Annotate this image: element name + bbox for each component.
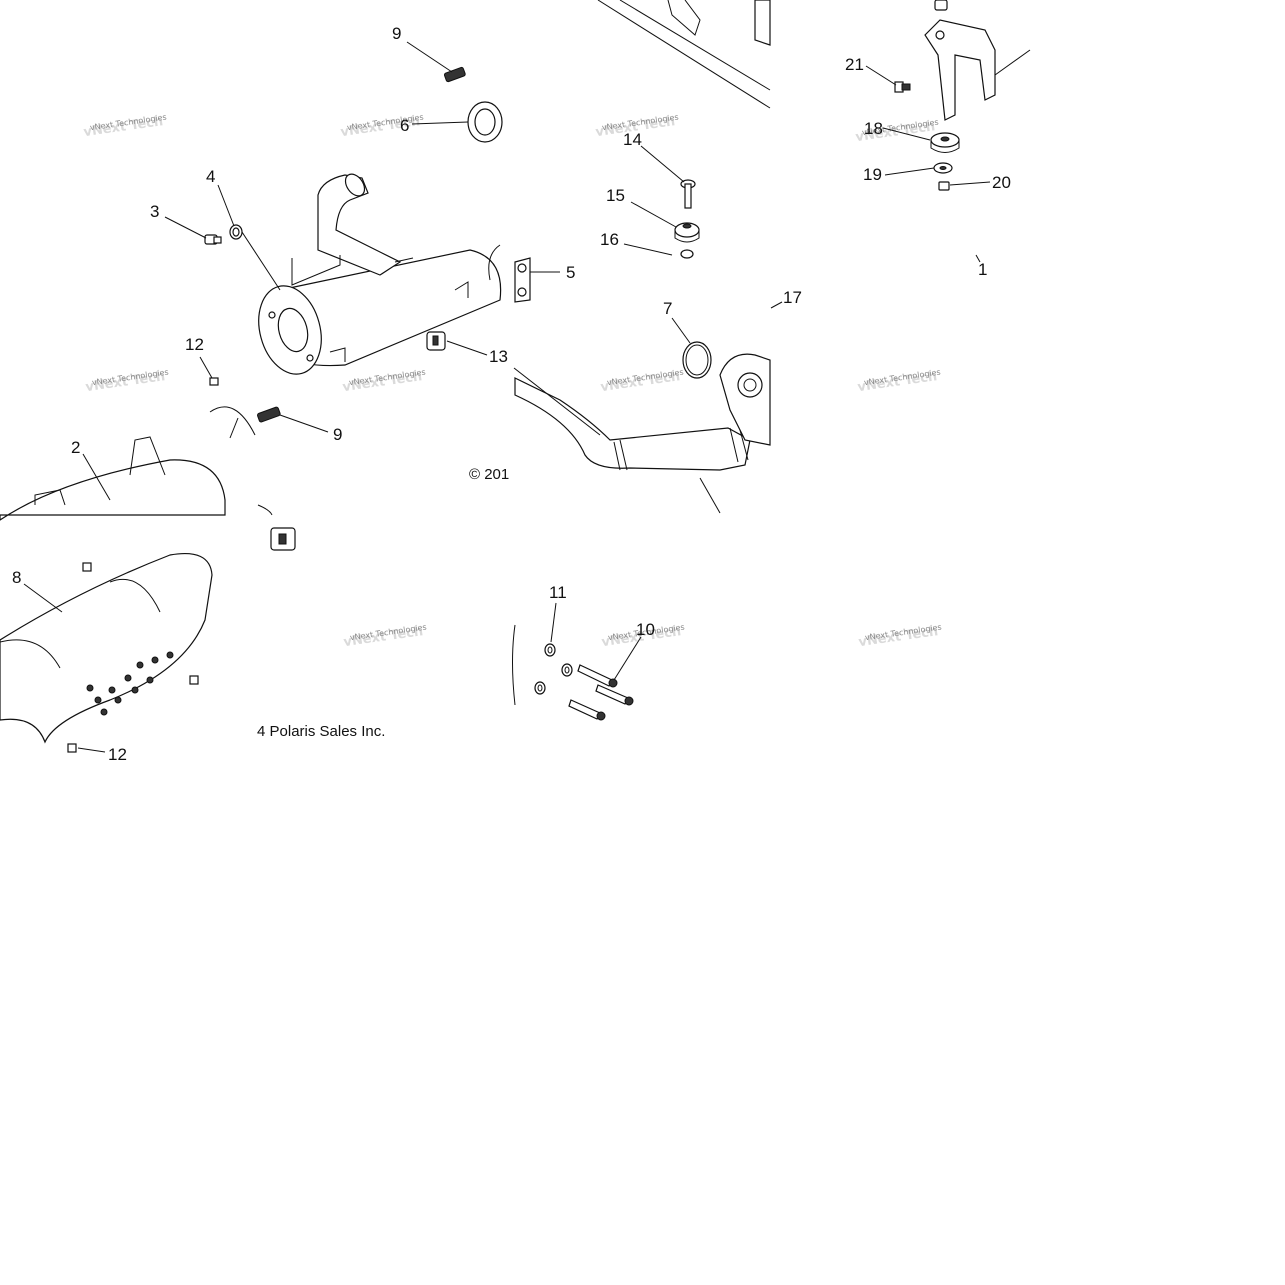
callout-20: 20	[992, 173, 1011, 192]
callout-16: 16	[600, 230, 619, 249]
callout-2: 2	[71, 438, 80, 457]
hardware-screw-side	[189, 675, 199, 685]
washer-16	[680, 249, 694, 259]
hardware-bolt-3	[204, 234, 222, 245]
copyright-fragment: © 201	[469, 466, 509, 483]
callout-14: 14	[623, 130, 642, 149]
hardware-washer-4	[229, 224, 243, 240]
bushing-18	[930, 132, 960, 153]
heat-shield-8	[0, 553, 213, 744]
muffler-lower-tile	[0, 436, 273, 521]
callout-12: 12	[185, 335, 204, 354]
frame-rail	[597, 0, 771, 109]
callout-15: 15	[606, 186, 625, 205]
exhaust-spring-upper	[443, 66, 466, 83]
grommet-15	[674, 222, 700, 243]
callout-8: 8	[12, 568, 21, 587]
callout-1: 1	[978, 260, 987, 279]
callout-7: 7	[663, 299, 672, 318]
callout-9: 9	[333, 425, 342, 444]
callout-17: 17	[783, 288, 802, 307]
callout-21: 21	[845, 55, 864, 74]
oring-7	[682, 341, 712, 379]
muffler-assembly	[258, 173, 502, 375]
exhaust-spring-lower	[257, 406, 281, 423]
callout-4: 4	[206, 167, 215, 186]
nut-20	[938, 181, 950, 191]
callout-5: 5	[566, 263, 575, 282]
bolt-14	[680, 179, 696, 209]
grommet-lower	[270, 527, 296, 551]
callout-11: 11	[549, 583, 567, 602]
callout-6: 6	[400, 116, 409, 135]
callout-13: 13	[489, 347, 508, 366]
callout-19: 19	[863, 165, 882, 184]
callout-12: 12	[108, 745, 127, 764]
grommet-13	[426, 331, 446, 351]
washers-11	[534, 643, 573, 695]
bolts-10	[568, 664, 634, 721]
washer-19	[933, 162, 953, 174]
head-pipe	[514, 353, 771, 471]
exhaust-gasket	[467, 101, 503, 143]
hardware-screw-12b	[67, 743, 77, 753]
leader-lines	[23, 41, 991, 753]
bolt-21	[894, 81, 911, 93]
company-fragment: 4 Polaris Sales Inc.	[257, 723, 385, 740]
clamp-5	[514, 257, 531, 303]
callout-9: 9	[392, 24, 401, 43]
callout-18: 18	[864, 119, 883, 138]
callout-labels: 9 6 4 3 12 9 2 8 12 5 13 14 15 16 7 17 1…	[12, 24, 1011, 764]
callout-10: 10	[636, 620, 655, 639]
hardware-screw-12a	[209, 377, 219, 386]
callout-3: 3	[150, 202, 159, 221]
hardware-screw-top	[82, 562, 92, 572]
mount-bracket	[924, 0, 1031, 121]
